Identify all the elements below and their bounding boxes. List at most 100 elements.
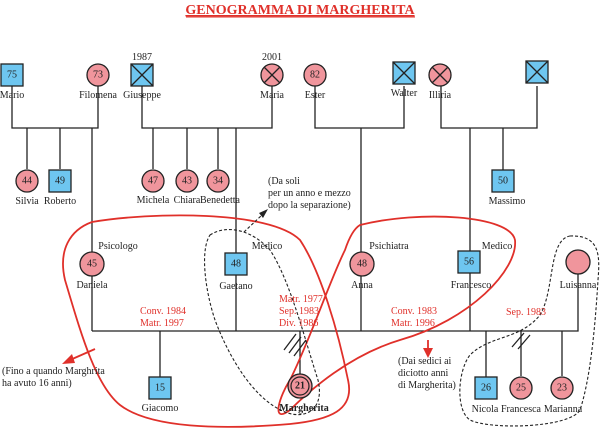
svg-text:Marianna: Marianna [544, 404, 583, 415]
svg-text:(Fino a quando Marghrita: (Fino a quando Marghrita [2, 366, 105, 377]
svg-text:Chiara: Chiara [174, 195, 201, 206]
svg-text:Roberto: Roberto [44, 196, 76, 207]
title: GENOGRAMMA DI MARGHERITA [185, 3, 415, 18]
svg-text:Michela: Michela [137, 195, 170, 206]
arrows [62, 209, 433, 364]
svg-text:per un anno e mezzo: per un anno e mezzo [268, 188, 351, 199]
relation-francesco-luisanna: Sep. 1983 [506, 307, 546, 318]
svg-text:Nicola: Nicola [472, 404, 499, 415]
svg-text:(Dai sedici ai: (Dai sedici ai [398, 356, 452, 367]
svg-text:Benedetta: Benedetta [200, 195, 241, 206]
svg-text:Medico: Medico [252, 241, 283, 252]
svg-text:2001: 2001 [262, 52, 282, 63]
svg-text:Sep. 1983: Sep. 1983 [279, 306, 319, 317]
svg-text:Walter: Walter [391, 88, 418, 99]
svg-text:Ester: Ester [305, 90, 326, 101]
svg-text:Margherita: Margherita [279, 403, 328, 414]
household-outline-gaetano [204, 229, 320, 416]
svg-text:Giacomo: Giacomo [142, 403, 179, 414]
svg-text:Maria: Maria [260, 90, 284, 101]
svg-text:15: 15 [155, 383, 165, 394]
svg-text:73: 73 [93, 70, 103, 81]
svg-text:43: 43 [182, 176, 192, 187]
svg-text:Daniela: Daniela [76, 280, 108, 291]
svg-text:48: 48 [357, 259, 367, 270]
household-outline-luisanna [459, 235, 600, 427]
svg-text:26: 26 [481, 383, 491, 394]
svg-text:ha avuto 16 anni): ha avuto 16 anni) [2, 378, 72, 389]
svg-text:Anna: Anna [351, 280, 373, 291]
svg-text:23: 23 [557, 383, 567, 394]
svg-text:Medico: Medico [482, 241, 513, 252]
svg-text:Filomena: Filomena [79, 90, 117, 101]
svg-text:Matr. 1997: Matr. 1997 [140, 318, 184, 329]
person-luisanna[interactable]: Luisanna [560, 249, 597, 291]
svg-text:Francesco: Francesco [451, 280, 492, 291]
svg-text:34: 34 [213, 176, 223, 187]
svg-text:44: 44 [22, 176, 32, 187]
svg-text:45: 45 [87, 259, 97, 270]
svg-text:Matr. 1996: Matr. 1996 [391, 318, 435, 329]
person-illiria-deceased[interactable]: Illiria [428, 63, 452, 101]
svg-text:Silvia: Silvia [15, 196, 39, 207]
person-unknown-deceased[interactable] [525, 60, 549, 84]
svg-text:50: 50 [498, 176, 508, 187]
svg-text:(Da soli: (Da soli [268, 176, 300, 187]
svg-text:Mario: Mario [0, 90, 24, 101]
svg-text:56: 56 [464, 257, 474, 268]
household-outline-anna [277, 215, 516, 415]
svg-text:Illiria: Illiria [429, 90, 452, 101]
svg-text:1987: 1987 [132, 52, 152, 63]
svg-text:di Margherita): di Margherita) [398, 380, 456, 391]
svg-text:Div. 1986: Div. 1986 [279, 318, 318, 329]
svg-text:48: 48 [231, 259, 241, 270]
svg-text:dopo la separazione): dopo la separazione) [268, 200, 351, 211]
svg-text:82: 82 [310, 70, 320, 81]
svg-text:49: 49 [55, 176, 65, 187]
household-outline-daniela [62, 214, 351, 428]
svg-text:Matr. 1977: Matr. 1977 [279, 294, 323, 305]
family-lines [11, 86, 579, 377]
svg-text:diciotto anni: diciotto anni [398, 368, 448, 379]
svg-text:47: 47 [148, 176, 158, 187]
svg-text:21: 21 [295, 381, 305, 392]
svg-text:Giuseppe: Giuseppe [123, 90, 161, 101]
svg-text:25: 25 [516, 383, 526, 394]
svg-text:Conv. 1984: Conv. 1984 [140, 306, 186, 317]
person-walter-deceased[interactable]: Walter [391, 61, 418, 99]
svg-text:Psichiatra: Psichiatra [369, 241, 409, 252]
svg-text:Luisanna: Luisanna [560, 280, 597, 291]
svg-text:Massimo: Massimo [489, 196, 526, 207]
svg-text:Francesca: Francesca [501, 404, 542, 415]
svg-text:Sep. 1983: Sep. 1983 [506, 307, 546, 318]
svg-text:Psicologo: Psicologo [98, 241, 137, 252]
svg-text:Gaetano: Gaetano [219, 281, 252, 292]
